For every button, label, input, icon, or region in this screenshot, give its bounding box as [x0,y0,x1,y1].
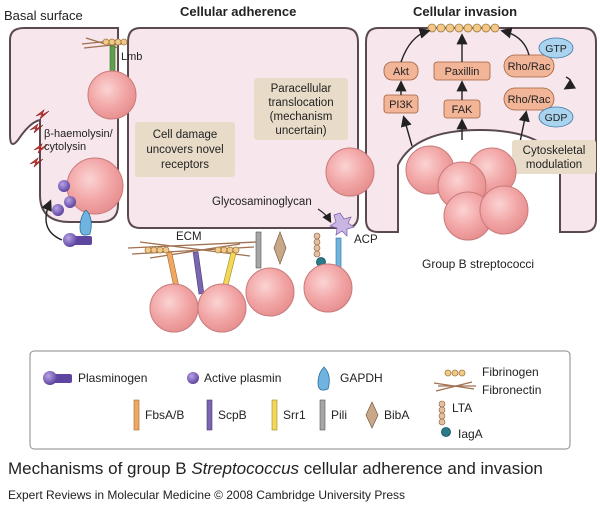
glycosaminoglycan-arrow [317,208,332,224]
label-cytoskeletal-1: Cytoskeletal [523,145,586,157]
streptococcus-mechanism-diagram: Basal surface Cellular adherence Cellula… [4,4,597,450]
cytoskeletal-box [512,140,596,174]
legend-scpb-swatch [206,399,213,431]
caption-italic: Streptococcus [191,459,300,478]
bacterium-ecm-1 [149,283,199,333]
legend-gapdh-swatch [317,366,330,391]
active-plasmin-2 [64,196,76,208]
bacterium-basal-mid [66,157,124,215]
label-paracellular-3: (mechanism [270,111,333,123]
scpb-adhesin [192,251,205,295]
label-cell-damage-1: Cell damage [153,129,218,141]
title-basal-surface: Basal surface [4,8,83,23]
bacterium-ecm-2 [197,283,247,333]
legend-active-plasmin-label: Active plasmin [204,371,281,385]
bacterium-basal-top [87,70,137,120]
legend-iaga-swatch [441,427,451,437]
legend-iaga-label: IagA [458,427,483,441]
caption-prefix: Mechanisms of group B [8,459,192,478]
legend-fibronectin-label: Fibronectin [482,383,541,397]
legend-biba-swatch [365,401,379,429]
label-fak: FAK [452,104,473,116]
label-rho-rac-top: Rho/Rac [508,61,551,73]
label-acp: ACP [354,234,378,246]
label-paxillin: Paxillin [445,66,480,78]
label-paracellular-4: uncertain) [275,125,326,137]
legend-active-plasmin-swatch [187,372,199,384]
label-paracellular-2: translocation [268,97,333,109]
bacterium-cluster-5 [479,185,529,235]
legend-scpb-label: ScpB [218,408,247,422]
legend-fibronectin-swatch [433,381,476,392]
label-rho-rac-bottom: Rho/Rac [508,94,551,106]
invasion-fibrinogen-chain [427,23,500,33]
legend-srr1-swatch [271,399,278,431]
legend-plasminogen-swatch [43,371,72,385]
title-cellular-invasion: Cellular invasion [413,4,517,19]
legend-fibrinogen-label: Fibrinogen [482,365,539,379]
legend-gapdh-label: GAPDH [340,371,383,385]
legend-pili-swatch [319,399,326,431]
label-beta-haemolysin-2: cytolysin [44,141,86,153]
cell-damage-box [135,122,235,177]
bacterium-acp [303,263,353,313]
pi3k-node: PI3K [383,94,419,114]
label-glycosaminoglycan: Glycosaminoglycan [212,196,312,208]
caption-suffix: cellular adherence and invasion [299,459,543,478]
glycosaminoglycan-star [329,212,355,237]
active-plasmin-1 [58,180,70,192]
figure-caption: Mechanisms of group B Streptococcus cell… [8,459,543,479]
label-ecm: ECM [176,231,202,243]
legend-fbsab-swatch [133,399,140,431]
legend-plasminogen-label: Plasminogen [78,371,147,385]
lmb-adhesin [109,45,116,75]
ecm-fibrinogen-beads [144,246,240,254]
rho-rac-bottom-node: Rho/Rac [503,87,555,111]
rho-rac-top-node: Rho/Rac [503,54,555,78]
legend-pili-label: Pili [331,408,347,422]
lta-chain [313,232,321,258]
gdp-node: GDP [538,106,574,128]
label-lmb: Lmb [121,51,142,63]
invasion-cell [365,27,597,233]
label-cell-damage-2: uncovers novel [146,144,223,156]
label-pi3k: PI3K [389,99,414,111]
label-gtp: GTP [545,43,567,55]
biba-adhesin [273,231,287,265]
legend-fibrinogen-swatch [444,369,466,377]
active-plasmin-3 [52,204,64,216]
legend-srr1-label: Srr1 [283,408,306,422]
label-akt: Akt [393,66,409,78]
legend-panel [29,350,571,450]
legend-biba-label: BibA [384,408,409,422]
legend-fbsab-label: FbsA/B [145,408,184,422]
signaling-arrows [395,27,577,147]
label-cell-damage-3: receptors [161,159,209,171]
label-cytoskeletal-2: modulation [526,159,582,171]
haemolysin-bolts [29,109,50,168]
gapdh-basal [79,209,92,236]
title-cellular-adherence: Cellular adherence [180,4,296,19]
legend-lta-swatch [438,400,446,426]
paxillin-node: Paxillin [433,61,491,81]
plasminogen-basal [63,233,92,247]
label-group-b-strep: Group B streptococci [422,257,534,271]
bacterium-pili [245,267,295,317]
pili-adhesin [255,231,262,269]
legend-lta-label: LTA [452,401,472,415]
label-gdp: GDP [545,112,568,124]
plasmin-activation-arrow [41,199,63,241]
label-beta-haemolysin-1: β-haemolysin/ [44,128,114,140]
figure-credit: Expert Reviews in Molecular Medicine © 2… [8,488,405,502]
basal-fibrinogen-beads [102,38,128,46]
paracellular-box [254,78,348,140]
label-paracellular-1: Paracellular [271,83,332,95]
akt-node: Akt [383,61,419,81]
bacterium-paracellular [325,147,375,197]
acp-stalk [335,237,342,269]
gtp-node: GTP [538,37,574,59]
fak-node: FAK [443,99,481,119]
